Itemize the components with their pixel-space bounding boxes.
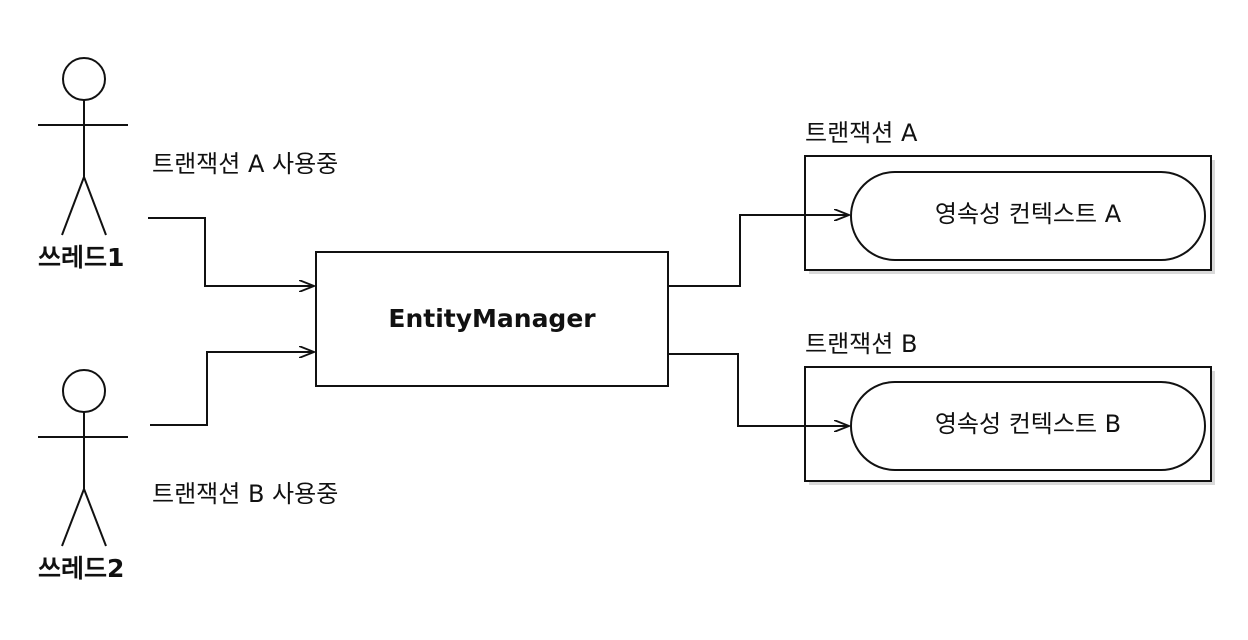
- thread2-stick-figure-icon: [38, 369, 128, 547]
- persistence-context-b-pill: [850, 381, 1206, 471]
- persistence-context-a-label: 영속성 컨텍스트 A: [934, 200, 1122, 228]
- thread1-stick-figure-icon: [38, 57, 128, 236]
- thread2-transaction-note: 트랜잭션 B 사용중: [152, 480, 339, 508]
- thread2-to-entity-manager-arrow: [150, 352, 314, 426]
- entity-manager-box: [315, 251, 669, 387]
- transaction-a-title: 트랜잭션 A: [805, 119, 918, 147]
- entity-manager-to-context-a-arrow: [668, 215, 849, 287]
- transaction-b-title: 트랜잭션 B: [805, 330, 918, 358]
- persistence-context-a-pill: [850, 171, 1206, 261]
- thread2-label: 쓰레드2: [38, 554, 125, 583]
- transaction-a-container: [804, 155, 1215, 274]
- thread1-to-entity-manager-arrow: [148, 217, 314, 286]
- thread1-transaction-note: 트랜잭션 A 사용중: [152, 150, 339, 178]
- entity-manager-to-context-b-arrow: [668, 353, 849, 426]
- transaction-b-container: [804, 366, 1215, 485]
- persistence-context-b-label: 영속성 컨텍스트 B: [934, 410, 1122, 438]
- entity-manager-label: EntityManager: [388, 304, 596, 333]
- thread1-label: 쓰레드1: [38, 243, 125, 272]
